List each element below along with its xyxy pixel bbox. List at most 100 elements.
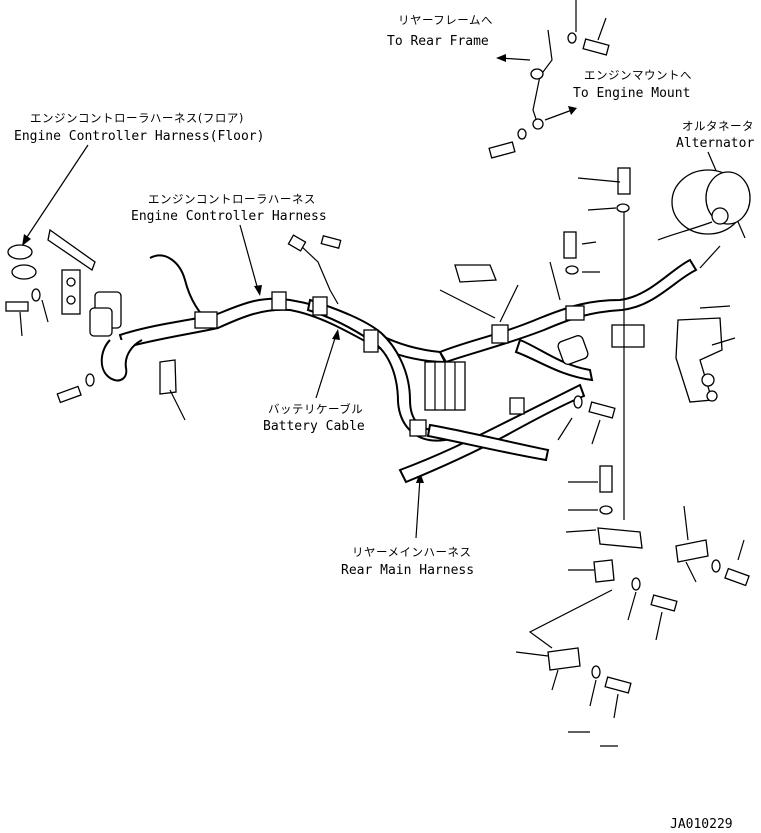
bolt-right-1 xyxy=(617,167,631,195)
clamp-lower-right xyxy=(675,539,709,563)
clamp-4 xyxy=(363,329,379,353)
arrowhead-ecu-harness xyxy=(254,285,262,296)
label-battery-cable-en: Battery Cable xyxy=(263,419,365,434)
bolt-left-1 xyxy=(5,301,29,312)
bolt-right-3 xyxy=(588,401,616,419)
label-rear-main-harness-jp: リヤーメインハーネス xyxy=(352,545,472,559)
leader-left-1 xyxy=(169,389,186,421)
harness-loop-left xyxy=(100,339,143,382)
leader-left-3 xyxy=(19,311,23,337)
label-rear-frame-en: To Rear Frame xyxy=(387,34,489,49)
connector-right xyxy=(611,324,645,348)
bracket-hole-right-1 xyxy=(701,373,715,387)
harness-branch-right xyxy=(514,338,594,382)
arrow-battery-cable xyxy=(315,334,337,399)
bracket-hole-2 xyxy=(66,295,76,305)
connector-left-lower xyxy=(89,307,113,337)
leader-center-5 xyxy=(591,419,601,445)
label-engine-mount-en: To Engine Mount xyxy=(573,86,690,101)
arrowhead-battery-cable xyxy=(332,329,340,340)
bolt-right-2 xyxy=(563,231,577,259)
alternator xyxy=(657,169,751,241)
top-parts xyxy=(488,0,610,159)
clamp-lower-left xyxy=(547,647,581,671)
leader-lower-7 xyxy=(683,505,689,541)
arrowhead-ecu-harness-floor xyxy=(22,234,31,246)
leader-lower-3 xyxy=(565,529,597,533)
leader-right-7 xyxy=(711,337,736,346)
washer-right-3 xyxy=(573,395,583,409)
arrowhead-engine-mount xyxy=(568,106,577,115)
bracket-left xyxy=(61,269,81,315)
bracket-hole-1 xyxy=(66,277,76,287)
label-ecu-harness-en: Engine Controller Harness xyxy=(131,209,327,224)
leader-lower-group xyxy=(528,589,613,649)
arrowhead-rear-frame xyxy=(496,54,506,62)
clamp-3 xyxy=(312,296,328,316)
bracket-small-center xyxy=(159,359,177,395)
washer-lower-2 xyxy=(631,577,641,591)
washer-top-1 xyxy=(567,32,577,44)
bolt-lower-1 xyxy=(599,465,613,493)
washer-left-2 xyxy=(85,373,95,387)
connector-corrugated xyxy=(557,335,589,365)
alternator-lead xyxy=(657,221,713,241)
clamp-8 xyxy=(565,305,585,321)
right-parts xyxy=(454,167,736,520)
arrowhead-rear-main-harness xyxy=(416,472,424,483)
leader-lower-13 xyxy=(613,693,619,719)
leader-lower-9 xyxy=(737,539,745,561)
connectors xyxy=(89,291,645,437)
label-battery-cable-jp: バッテリケーブル xyxy=(268,402,363,416)
leader-center-1 xyxy=(439,289,496,319)
leader-top-2 xyxy=(597,17,607,41)
bolt-top-2 xyxy=(488,141,516,159)
leader-center-2 xyxy=(499,284,519,323)
ground-terminal-bottom xyxy=(532,118,544,130)
leader-left-2 xyxy=(41,299,49,323)
label-ecu-harness-floor-jp: エンジンコントローラハーネス(フロア) xyxy=(30,111,244,125)
leader-right-2 xyxy=(587,207,617,211)
washer-right-1 xyxy=(616,203,630,213)
leader-lower-6 xyxy=(655,611,663,641)
arrow-rear-main-harness xyxy=(415,477,421,539)
alternator-terminal xyxy=(711,207,729,225)
bracket-top-center xyxy=(454,264,497,283)
drawing-code: JA010229 xyxy=(670,817,733,832)
leader-lower-5 xyxy=(627,591,637,621)
clamp-5 xyxy=(491,324,509,344)
washer-left-1 xyxy=(31,288,41,302)
label-alternator-jp: オルタネータ xyxy=(682,119,754,133)
leader-right-3 xyxy=(581,241,597,245)
ground-terminal-top xyxy=(530,68,544,80)
label-rear-main-harness-en: Rear Main Harness xyxy=(341,563,474,578)
clamp-7 xyxy=(509,397,525,415)
label-ecu-harness-floor-en: Engine Controller Harness(Floor) xyxy=(14,129,264,144)
bolt-lower-4 xyxy=(604,676,632,694)
center-leaders xyxy=(439,261,601,445)
arrow-ecu-harness-floor xyxy=(24,144,89,241)
left-parts xyxy=(5,228,186,421)
battery-cable-branch xyxy=(299,244,339,305)
engine-controller-harness xyxy=(100,254,447,382)
washer-right-2 xyxy=(565,265,579,275)
label-rear-frame-jp: リヤーフレームへ xyxy=(398,13,493,27)
leader-lower-11 xyxy=(551,669,559,691)
washer-lower-3 xyxy=(711,559,721,573)
arrow-engine-mount xyxy=(544,109,573,121)
leader-lower-10 xyxy=(515,651,549,657)
leader-center-4 xyxy=(557,417,573,441)
leader-lower-8 xyxy=(685,561,697,583)
clamp-6 xyxy=(409,419,427,437)
label-engine-mount-jp: エンジンマウントへ xyxy=(584,68,692,82)
bolt-left-2 xyxy=(56,385,82,404)
label-ecu-harness-jp: エンジンコントローラハーネス xyxy=(148,192,316,206)
leader-lower-12 xyxy=(589,679,597,707)
clip-lower-1 xyxy=(597,527,643,549)
rear-harness-branch xyxy=(426,423,550,462)
label-alternator-en: Alternator xyxy=(676,136,754,151)
bracket-right-large xyxy=(675,317,723,403)
lower-parts xyxy=(515,465,750,747)
